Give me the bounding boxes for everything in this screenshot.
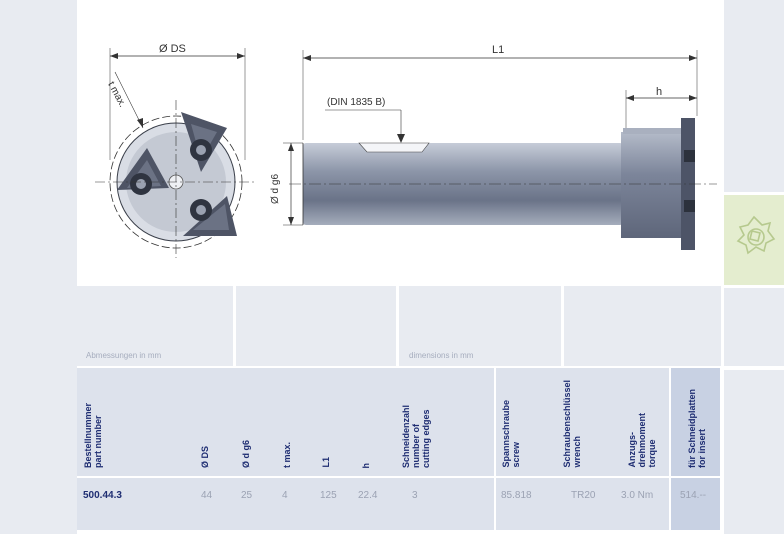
label-band-3 xyxy=(399,286,561,366)
cell-dg6: 25 xyxy=(241,490,253,501)
cell-h: 22.4 xyxy=(358,490,378,501)
cell-torque: 3.0 Nm xyxy=(621,490,654,501)
header-ds: Ø DS xyxy=(200,445,210,468)
table-header-bg-insert xyxy=(671,368,720,476)
label-band-2 xyxy=(236,286,396,366)
dim-din-label: (DIN 1835 B) xyxy=(327,97,386,108)
header-dg6: Ø d g6 xyxy=(241,439,251,468)
table-row xyxy=(77,478,494,530)
header-h: h xyxy=(361,462,371,469)
cell-l1: 125 xyxy=(320,490,337,501)
header-l1: L1 xyxy=(321,457,331,468)
table-row-insert xyxy=(671,478,720,530)
dim-h-label: h xyxy=(656,86,663,98)
dim-l1-label: L1 xyxy=(492,44,505,56)
front-view xyxy=(95,48,257,258)
cell-ds: 44 xyxy=(201,490,213,501)
cell-screw: 85.818 xyxy=(501,490,532,501)
dim-dg6-label: Ø d g6 xyxy=(270,173,281,204)
cell-cutting-edges: 3 xyxy=(412,490,418,501)
right-margin-panel-top xyxy=(724,0,784,192)
label-band-4 xyxy=(564,286,721,366)
cell-insert: 514.-- xyxy=(680,490,707,501)
table-header-bg-2 xyxy=(496,368,669,476)
label-band-1 xyxy=(77,286,233,366)
right-margin-panel-bottom xyxy=(724,370,784,534)
header-tmax: t max. xyxy=(282,441,292,468)
technical-drawing: Ø DS t max. L1 h (DIN 1835 B) Ø d g6 xyxy=(77,0,720,284)
dimensions-label-de: Abmessungen in mm xyxy=(86,351,162,360)
dimensions-label-en: dimensions in mm xyxy=(409,351,474,360)
cell-part-number[interactable]: 500.44.3 xyxy=(83,490,122,501)
left-margin-panel xyxy=(0,0,77,534)
right-margin-panel-mid xyxy=(724,288,784,366)
dim-ds-label: Ø DS xyxy=(159,43,186,55)
drawing-svg xyxy=(95,48,717,258)
logo-badge xyxy=(724,195,784,285)
side-view xyxy=(283,50,717,250)
cell-tmax: 4 xyxy=(282,490,288,501)
table-header-bg xyxy=(77,368,494,476)
cell-wrench: TR20 xyxy=(571,490,596,501)
insert-logo-icon xyxy=(736,215,776,255)
table-row-2 xyxy=(496,478,669,530)
